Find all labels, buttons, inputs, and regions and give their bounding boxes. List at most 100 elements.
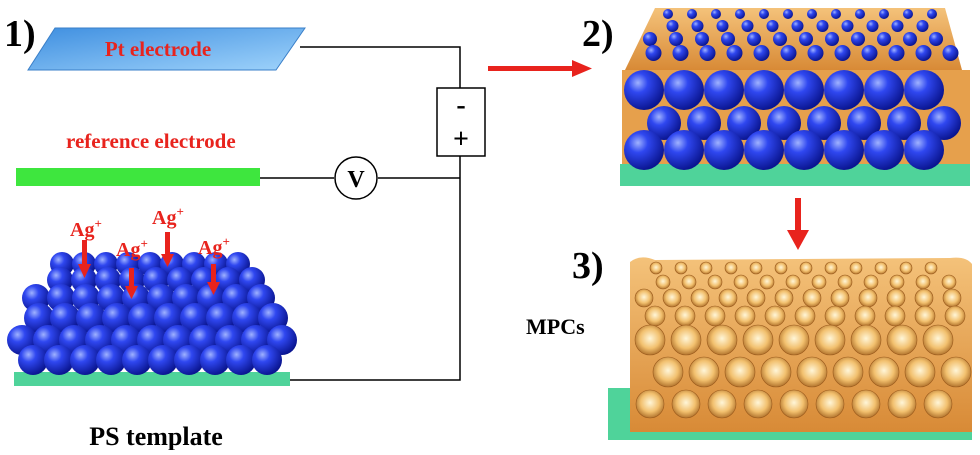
step3-pore [644, 305, 666, 327]
step2-hole [666, 20, 679, 32]
step3-pore [824, 305, 846, 327]
step3-pore [811, 274, 827, 290]
step2-hole [915, 45, 932, 61]
ag-ion-2: Ag+ [116, 236, 148, 261]
step3-pore [884, 305, 906, 327]
step2-hole [877, 32, 891, 46]
step2-sphere [664, 130, 704, 170]
step2-hole [699, 45, 716, 61]
step3-pore [724, 261, 738, 275]
step3-pore [778, 324, 810, 356]
step2-sphere [744, 130, 784, 170]
step3-pore [635, 389, 665, 419]
step3-pore [674, 305, 696, 327]
step3-pore [802, 288, 822, 308]
step2-hole [741, 20, 754, 32]
ps-sphere [200, 345, 230, 375]
step2-hole [851, 32, 865, 46]
ag-arrow-3 [165, 232, 170, 256]
step3-pore [749, 261, 763, 275]
step-2-label: 2) [582, 13, 614, 55]
reference-electrode-label: reference electrode [66, 129, 236, 153]
step3-pore [922, 324, 954, 356]
step2-hole [753, 45, 770, 61]
step2-hole [645, 45, 662, 61]
ps-sphere [148, 345, 178, 375]
step3-pore [796, 356, 828, 388]
step2-spheres [624, 70, 961, 170]
step2-top-holes [643, 9, 959, 61]
step2-hole [726, 45, 743, 61]
step3-pore [649, 261, 663, 275]
step3-pore [674, 261, 688, 275]
battery-minus: - [456, 90, 465, 121]
step2-hole [903, 9, 913, 19]
step3-pore [942, 288, 962, 308]
step2-hole [691, 20, 704, 32]
ps-sphere [44, 345, 74, 375]
step3-pore [724, 356, 756, 388]
step2-sphere [727, 106, 761, 140]
step3-pore [634, 288, 654, 308]
ag-arrow-2 [129, 268, 134, 288]
step2-hole [643, 32, 657, 46]
step2-hole [834, 45, 851, 61]
step2-sphere [767, 106, 801, 140]
step2-hole [711, 9, 721, 19]
step2-hole [716, 20, 729, 32]
ps-sphere [174, 345, 204, 375]
ps-sphere-stack [7, 252, 297, 375]
step2-hole [831, 9, 841, 19]
step2-hole [687, 9, 697, 19]
step3-pore [742, 324, 774, 356]
step3-pore [704, 305, 726, 327]
step3-pores [634, 261, 972, 419]
ps-sphere [122, 345, 152, 375]
step2-hole [816, 20, 829, 32]
step3-pore [863, 274, 879, 290]
step2-hole [780, 45, 797, 61]
step3-pore [779, 389, 809, 419]
step2-hole [888, 45, 905, 61]
step2-hole [672, 45, 689, 61]
step3-pore [915, 274, 931, 290]
step3-pore [690, 288, 710, 308]
wire-pt-electrode [300, 46, 461, 88]
ps-sphere [18, 345, 48, 375]
step3-pore [858, 288, 878, 308]
step3-pore [830, 288, 850, 308]
wire-battery-template [290, 156, 461, 381]
step2-block [620, 8, 970, 186]
step2-hole [799, 32, 813, 46]
pt-electrode [27, 27, 306, 71]
ag-ion-4: Ag+ [198, 234, 230, 259]
step3-pore [924, 261, 938, 275]
step2-hole [735, 9, 745, 19]
step3-pore [671, 389, 701, 419]
step3-pore [832, 356, 864, 388]
step3-pore [774, 261, 788, 275]
step2-hole [825, 32, 839, 46]
step3-pore [699, 261, 713, 275]
step2-sphere [864, 70, 904, 110]
ag-arrow-1 [82, 240, 87, 266]
step3-pore [914, 288, 934, 308]
battery [436, 87, 486, 157]
ag-ion-3: Ag+ [152, 204, 184, 229]
step2-hole [669, 32, 683, 46]
step3-pore [733, 274, 749, 290]
step3-pore [760, 356, 792, 388]
step2-sphere [624, 70, 664, 110]
step3-pore [849, 261, 863, 275]
step3-pore [746, 288, 766, 308]
step3-pore [707, 389, 737, 419]
step3-pore [759, 274, 775, 290]
step3-pore [764, 305, 786, 327]
step2-sphere [687, 106, 721, 140]
ps-sphere [252, 345, 282, 375]
step2-sphere [784, 70, 824, 110]
step3-pore [851, 389, 881, 419]
step3-block [608, 257, 972, 440]
step3-pore [662, 288, 682, 308]
